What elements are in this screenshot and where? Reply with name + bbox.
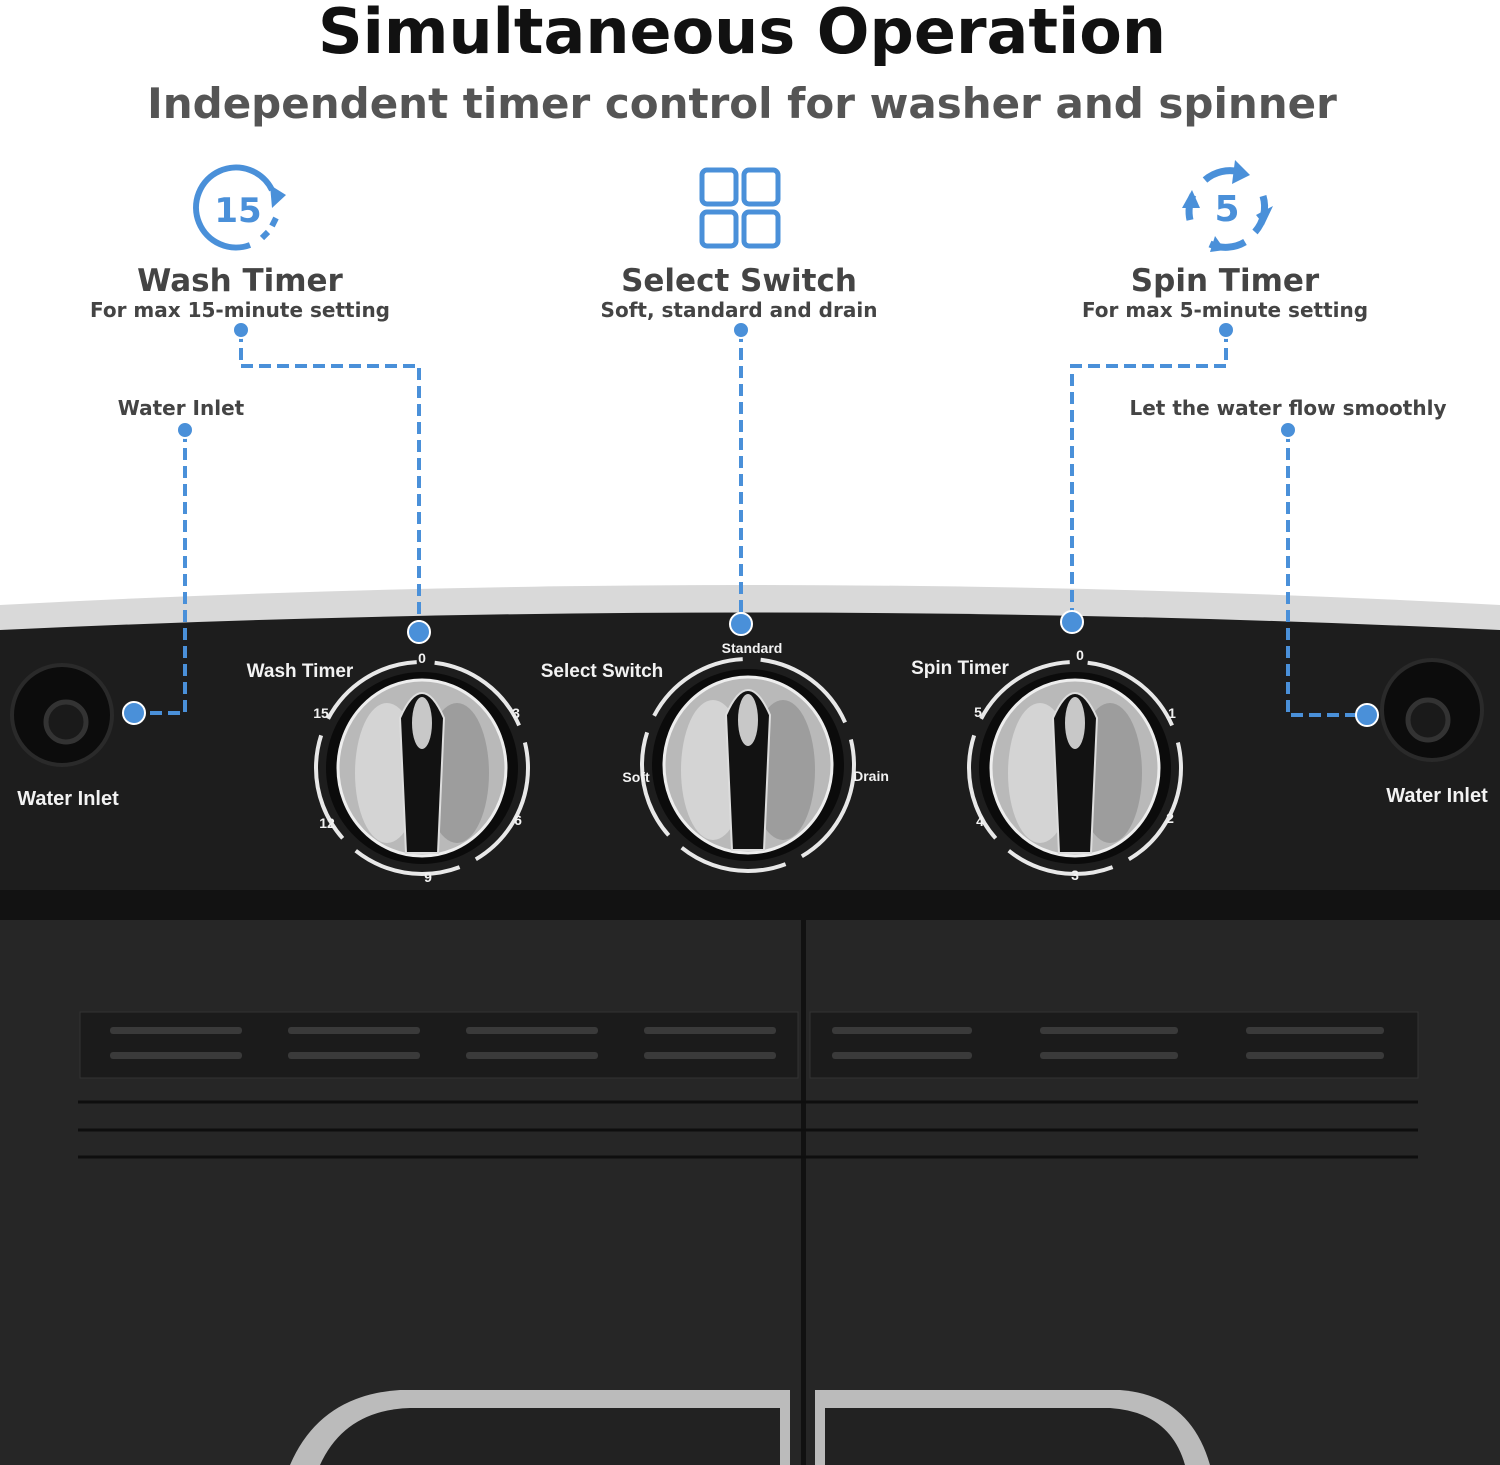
svg-text:3: 3 — [512, 705, 520, 721]
callout-right-inlet: Let the water flow smoothly — [1129, 396, 1446, 420]
panel-label-right-inlet: Water Inlet — [1386, 785, 1488, 807]
panel-label-spin: Spin Timer — [911, 658, 1009, 679]
wash-timer-knob[interactable] — [314, 660, 530, 876]
callout-dots — [122, 321, 1379, 727]
svg-text:15: 15 — [313, 705, 329, 721]
svg-text:9: 9 — [424, 869, 432, 885]
svg-text:Standard: Standard — [722, 640, 783, 656]
feature-title-select: Select Switch — [621, 263, 857, 299]
svg-text:5: 5 — [1214, 189, 1239, 230]
grid-icon — [699, 167, 781, 249]
feature-title-wash: Wash Timer — [137, 263, 343, 299]
wash-dial-marks: 0 3 6 9 12 15 — [313, 650, 522, 885]
feature-desc-spin: For max 5-minute setting — [1082, 298, 1368, 322]
svg-text:0: 0 — [418, 650, 426, 666]
svg-text:6: 6 — [514, 812, 522, 828]
timer-15-icon: 15 — [193, 164, 286, 251]
select-dial-marks: Standard Soft Drain — [622, 640, 889, 785]
svg-text:0: 0 — [1076, 647, 1084, 663]
spin-dial-marks: 0 1 2 3 4 5 — [974, 647, 1176, 883]
panel-label-left-inlet: Water Inlet — [17, 788, 119, 810]
svg-text:12: 12 — [319, 815, 335, 831]
water-inlet-right — [1380, 658, 1484, 762]
svg-text:Drain: Drain — [853, 768, 889, 784]
timer-5-icon: 5 — [1182, 160, 1273, 252]
page-subtitle: Independent timer control for washer and… — [147, 79, 1337, 128]
svg-text:3: 3 — [1071, 867, 1079, 883]
callout-left-inlet: Water Inlet — [118, 396, 245, 420]
svg-text:Soft: Soft — [622, 769, 650, 785]
svg-text:4: 4 — [976, 813, 984, 829]
panel-label-wash: Wash Timer — [247, 661, 354, 682]
callout-lines — [134, 330, 1367, 717]
feature-desc-select: Soft, standard and drain — [601, 298, 878, 322]
svg-text:2: 2 — [1166, 810, 1174, 826]
page-title: Simultaneous Operation — [318, 0, 1166, 68]
feature-title-spin: Spin Timer — [1131, 263, 1320, 299]
select-switch-knob[interactable] — [640, 657, 856, 873]
svg-text:1: 1 — [1168, 705, 1176, 721]
spin-timer-knob[interactable] — [967, 660, 1183, 876]
svg-text:5: 5 — [974, 704, 982, 720]
panel-label-select: Select Switch — [541, 661, 664, 682]
svg-text:15: 15 — [214, 191, 261, 231]
feature-desc-wash: For max 15-minute setting — [90, 298, 390, 322]
water-inlet-left — [10, 663, 114, 767]
